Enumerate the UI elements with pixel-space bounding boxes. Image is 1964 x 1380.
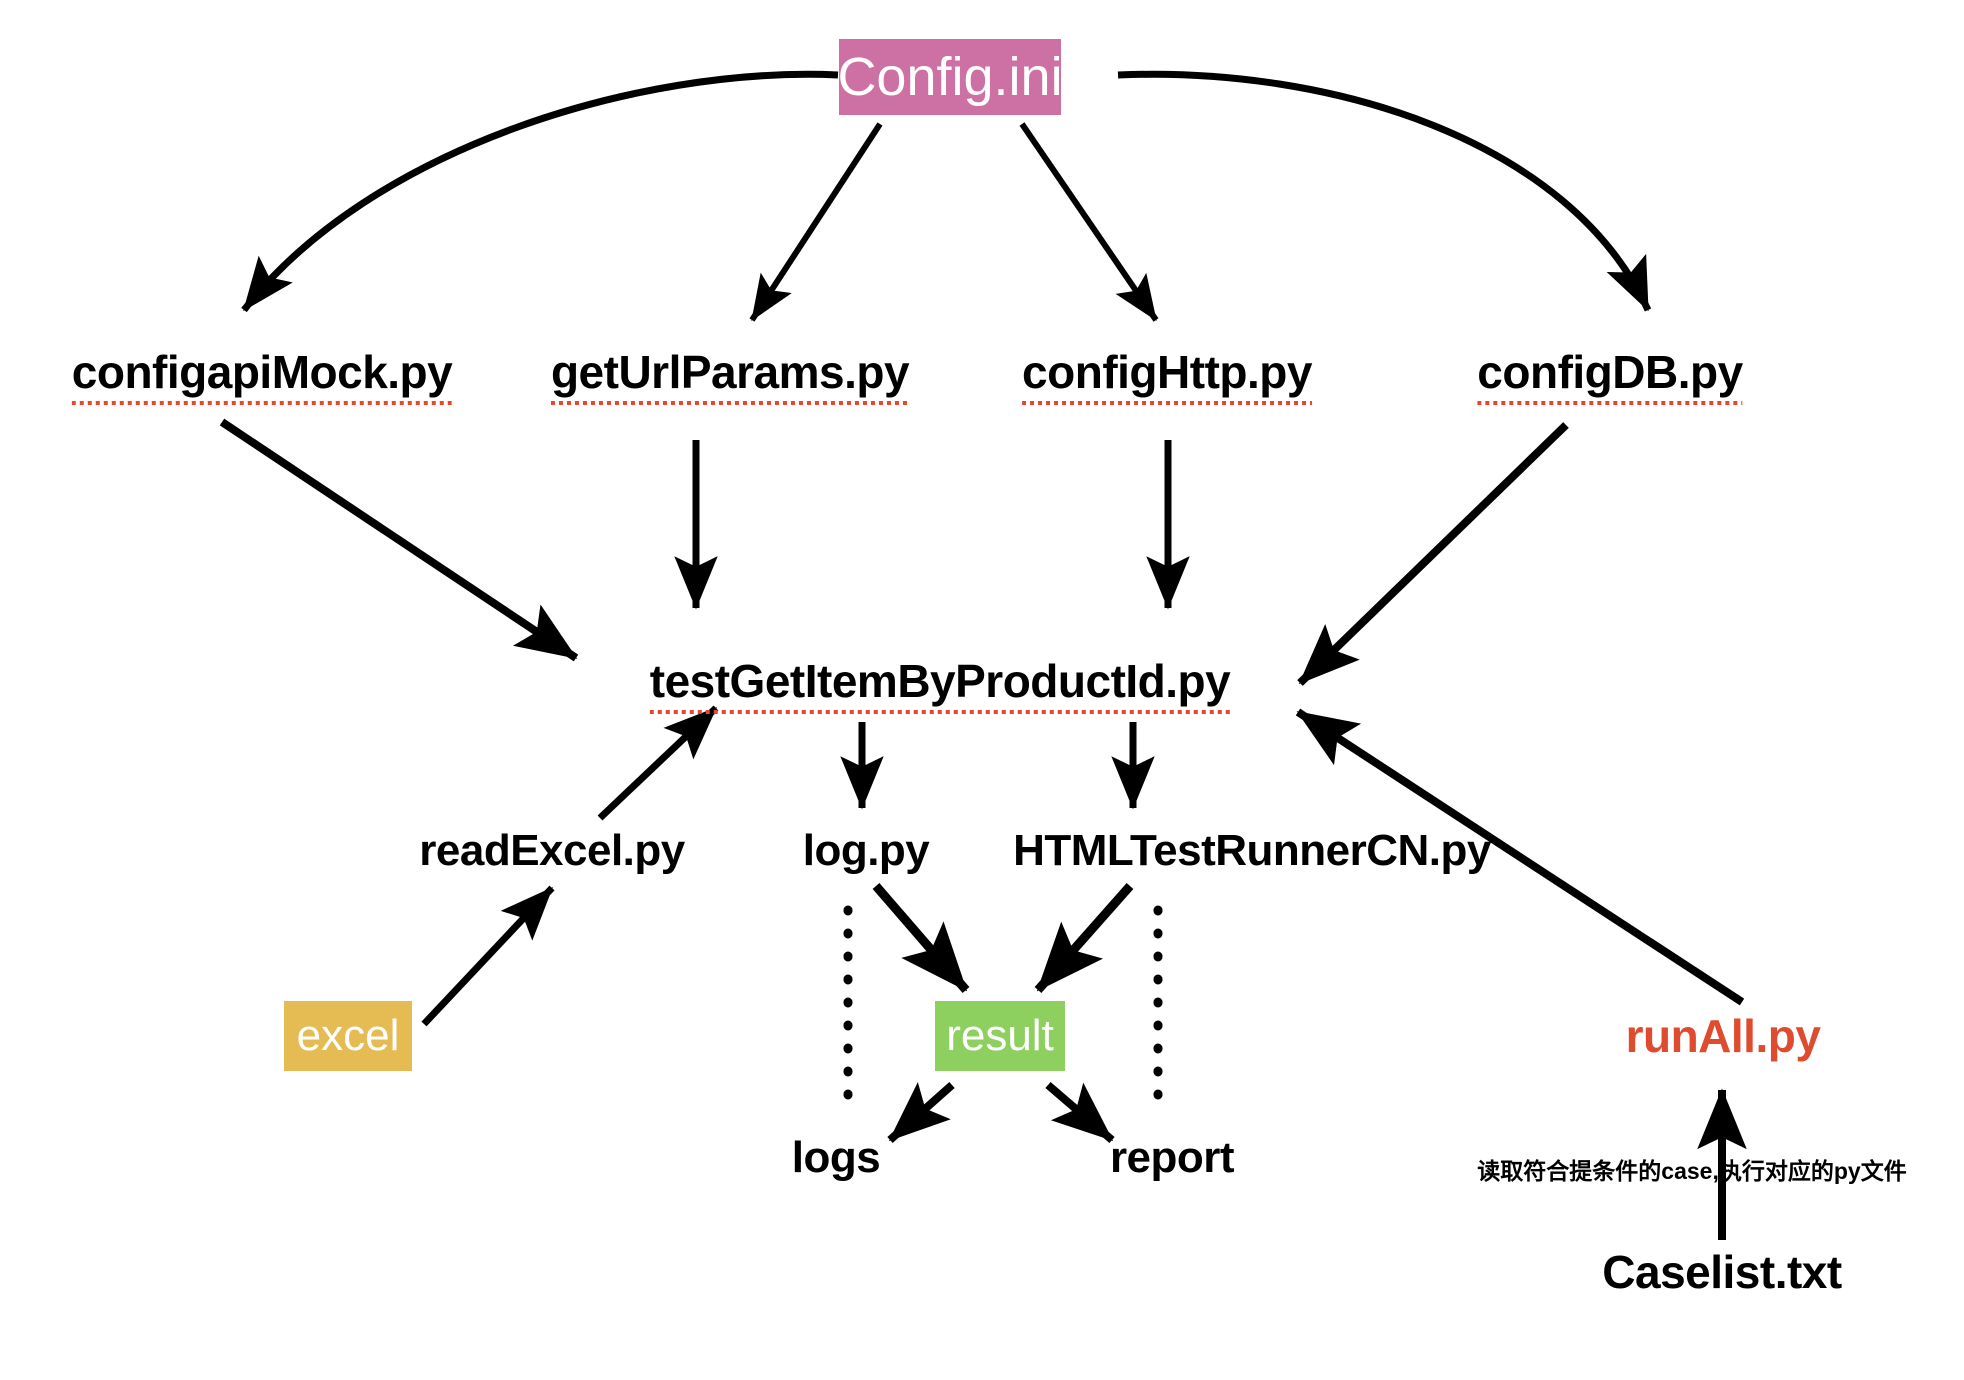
edge-result-to-logs (887, 1082, 955, 1143)
node-geturlparams-py-label: getUrlParams.py (550, 346, 910, 405)
node-runall-py[interactable]: runAll.py (1626, 1013, 1821, 1059)
node-excel-label: excel (296, 1011, 400, 1060)
node-confighttp-py-label: configHttp.py (1022, 346, 1312, 405)
edge-config-to-confighttp (1019, 122, 1159, 322)
node-logs[interactable]: logs (791, 1133, 881, 1182)
node-caselist-txt-label: Caselist.txt (1602, 1246, 1842, 1298)
node-caselist-txt[interactable]: Caselist.txt (1602, 1246, 1842, 1298)
edge-excel-to-readexcel (421, 885, 555, 1027)
edge-result-to-report (1045, 1081, 1115, 1144)
node-configapimock-py[interactable]: configapiMock.py (71, 346, 453, 405)
edge-config-to-configdb (1117, 70, 1652, 312)
node-testgetitembyproductid-py-label: testGetItemByProductId.py (649, 655, 1231, 714)
node-log-py[interactable]: log.py (803, 829, 930, 873)
node-htmltestrunnercn-py[interactable]: HTMLTestRunnerCN.py (1013, 829, 1491, 873)
node-readexcel-py[interactable]: readExcel.py (419, 829, 685, 873)
node-log-py-label: log.py (802, 826, 930, 875)
node-configdb-py-label: configDB.py (1477, 346, 1743, 405)
edge-config-to-configapimock (241, 70, 839, 313)
node-config-ini[interactable]: Config.ini (837, 39, 1063, 115)
edge-configdb-to-testgetitem (1297, 422, 1569, 686)
annotation-runall-note: 读取符合提条件的case,执行对应的py文件 (1477, 1152, 1906, 1186)
node-geturlparams-py[interactable]: getUrlParams.py (550, 346, 910, 405)
node-runall-py-label: runAll.py (1625, 1010, 1821, 1062)
node-report-label: report (1109, 1133, 1235, 1182)
node-configdb-py[interactable]: configDB.py (1477, 346, 1743, 405)
node-confighttp-py[interactable]: configHttp.py (1022, 346, 1312, 405)
node-result-label: result (946, 1011, 1054, 1060)
node-testgetitembyproductid-py[interactable]: testGetItemByProductId.py (649, 655, 1231, 714)
node-report[interactable]: report (1109, 1133, 1235, 1182)
edge-config-to-geturlparams (749, 122, 883, 322)
edge-htmltestrunner-to-result (1034, 883, 1134, 993)
node-excel[interactable]: excel (284, 1001, 412, 1071)
node-configapimock-py-label: configapiMock.py (71, 346, 453, 405)
node-logs-label: logs (791, 1133, 881, 1182)
annotation-runall-note-text: 读取符合提条件的case,执行对应的py文件 (1477, 1158, 1907, 1184)
node-readexcel-py-label: readExcel.py (419, 826, 685, 875)
node-htmltestrunnercn-py-label: HTMLTestRunnerCN.py (1013, 826, 1491, 875)
edge-configapimock-to-testgetitem (219, 418, 579, 662)
node-config-ini-label: Config.ini (837, 47, 1063, 107)
edge-logpy-to-result (872, 883, 970, 993)
node-result[interactable]: result (935, 1001, 1065, 1071)
edge-readexcel-to-testgetitem (597, 705, 719, 821)
